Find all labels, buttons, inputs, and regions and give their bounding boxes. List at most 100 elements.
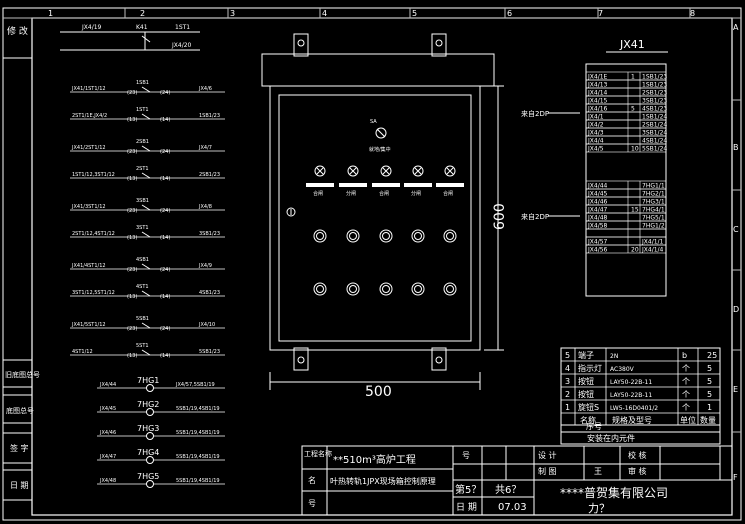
revise-label: 修 改 (7, 25, 28, 37)
terminal-no: 20 (631, 247, 639, 254)
from-2dp-1: 来自2DP (521, 109, 549, 118)
part-no: 5 (565, 351, 570, 360)
panel-lamp-icon (314, 165, 326, 177)
indicator-lamp-icon (146, 432, 154, 440)
terminal-right: 4SB1/23 (642, 106, 667, 113)
drawn-label: 制 图 (538, 466, 557, 476)
date-field-label: 日 期 (456, 502, 477, 513)
schematic-terminal-b: (14) (160, 353, 170, 359)
schematic-terminal-a: (13) (127, 353, 137, 359)
lamp-name: 7HG5 (137, 472, 159, 481)
part-unit: 个 (682, 390, 690, 399)
schematic-right-label: 4SB1/23 (199, 290, 220, 296)
parts-header-model: 规格及型号 (612, 415, 652, 425)
push-button-icon (313, 229, 327, 243)
top-label-1st1: 1ST1 (175, 24, 190, 31)
terminal-right: 7HG4/1 (642, 207, 665, 214)
schematic-left-label: 2ST1/12,4ST1/12 (72, 231, 115, 237)
mount-tab-br (431, 347, 447, 371)
schematic-terminal-a: (23) (127, 149, 137, 155)
schematic-right-label: 2SB1/23 (199, 172, 220, 178)
terminal-title: JX41 (619, 38, 645, 51)
nameplate (372, 183, 400, 187)
mount-tab-tl (293, 33, 309, 57)
part-unit: 个 (682, 403, 690, 412)
drawing-name: 叶热转轨1JPX现场箱控制原理 (330, 476, 436, 486)
grid-col-7: 7 (598, 9, 603, 18)
grid-top: 1 2 3 4 5 6 7 8 (3, 8, 741, 19)
grid-col-3: 3 (230, 9, 235, 18)
schematic-terminal-a: (23) (127, 90, 137, 96)
schematic-right-label: JX4/8 (198, 204, 212, 210)
lamp-nameplate-label: 分闸 (346, 190, 356, 197)
top-label-jx420: JX4/20 (171, 42, 192, 49)
panel-lamp-icon (412, 165, 424, 177)
terminal-right: 3SB1/24 (642, 130, 667, 137)
terminal-left: JX4/56 (587, 247, 608, 254)
tb-no: 号 (462, 451, 470, 460)
schematic-terminal-a: (13) (127, 176, 137, 182)
schematic-terminal-a: (23) (127, 267, 137, 273)
schematic-right-label: 5SB1/23 (199, 349, 220, 355)
terminal-right: 1SB1/24 (642, 114, 667, 121)
terminal-left: JX4/2 (587, 122, 604, 129)
top-label-left: JX4/19 (81, 24, 102, 31)
part-qty: 5 (707, 390, 712, 399)
review-label: 审 核 (628, 466, 647, 476)
schematic-left-label: JX41/1ST1/12 (71, 86, 106, 92)
schematic-left-label: 4ST1/12 (72, 349, 93, 355)
push-button-icon (443, 282, 457, 296)
schematic-device-label: 4SB1 (136, 257, 149, 263)
terminal-frame (585, 63, 667, 297)
outer-frame (2, 7, 742, 521)
lamp-left-label: JX4/47 (99, 454, 116, 460)
part-qty: 1 (707, 403, 712, 412)
schematic-terminal-a: (13) (127, 235, 137, 241)
terminal-left: JX4/48 (587, 215, 608, 222)
mount-tab-bl (293, 347, 309, 371)
terminal-left: JX4/45 (587, 191, 608, 198)
part-model: 2N (610, 353, 618, 360)
lamp-left-label: JX4/44 (99, 382, 116, 388)
from-2dp-2: 来自2DP (521, 212, 549, 221)
date-value: 07.03 (498, 502, 527, 513)
schematic-terminal-b: (24) (160, 149, 170, 155)
no-label: 号 (308, 499, 316, 508)
sheet-no: 第5？ (455, 483, 481, 496)
lamp-name: 7HG4 (137, 448, 159, 457)
terminal-left: JX4/44 (587, 183, 608, 190)
cabinet-top-hood (261, 53, 495, 87)
control-schematic: JX4/19 K41 1ST1 JX4/20 JX41/1ST1/121SB1(… (60, 24, 225, 488)
part-name: 按钮 (578, 376, 594, 386)
schematic-left-label: 2ST1/1E,JX4/2 (72, 113, 107, 119)
schematic-left-label: 3ST1/12,5ST1/12 (72, 290, 115, 296)
total-sheets: 共6？ (495, 484, 521, 496)
indicator-lamp-icon (146, 480, 154, 488)
schematic-terminal-b: (24) (160, 90, 170, 96)
part-name: 旋钮S (578, 402, 599, 412)
schematic-left-label: 1ST1/12,3ST1/12 (72, 172, 115, 178)
nameplate (436, 183, 464, 187)
width-dimension: 500 (365, 384, 392, 400)
lamp-right-label: 5SB1/19,4SB1/19 (176, 454, 220, 460)
schematic-right-label: JX4/9 (198, 263, 212, 269)
mount-tab-tr (431, 33, 447, 57)
sign-label: 签 字 (10, 443, 29, 453)
schematic-terminal-a: (13) (127, 117, 137, 123)
terminal-right: 7HG3/1 (642, 199, 665, 206)
schematic-device-label: 5SB1 (136, 316, 149, 322)
push-button-icon (379, 229, 393, 243)
left-bar: 修 改 旧底图总号 底图总号 签 字 日 期 (3, 25, 40, 501)
parts-footer: 安装在内元件 (587, 433, 635, 443)
terminal-no: 5 (631, 106, 635, 113)
part-unit: b (682, 351, 687, 360)
grid-col-5: 5 (412, 9, 417, 18)
terminal-right: 2SB1/24 (642, 122, 667, 129)
terminal-right: 7HG2/1 (642, 191, 665, 198)
lamp-nameplate-label: 合闸 (379, 190, 389, 197)
grid-right: A B C D E F (732, 23, 741, 482)
panel-lamp-icon (347, 165, 359, 177)
svg-text:SA: SA (370, 119, 377, 125)
grid-row-f: F (733, 473, 738, 482)
